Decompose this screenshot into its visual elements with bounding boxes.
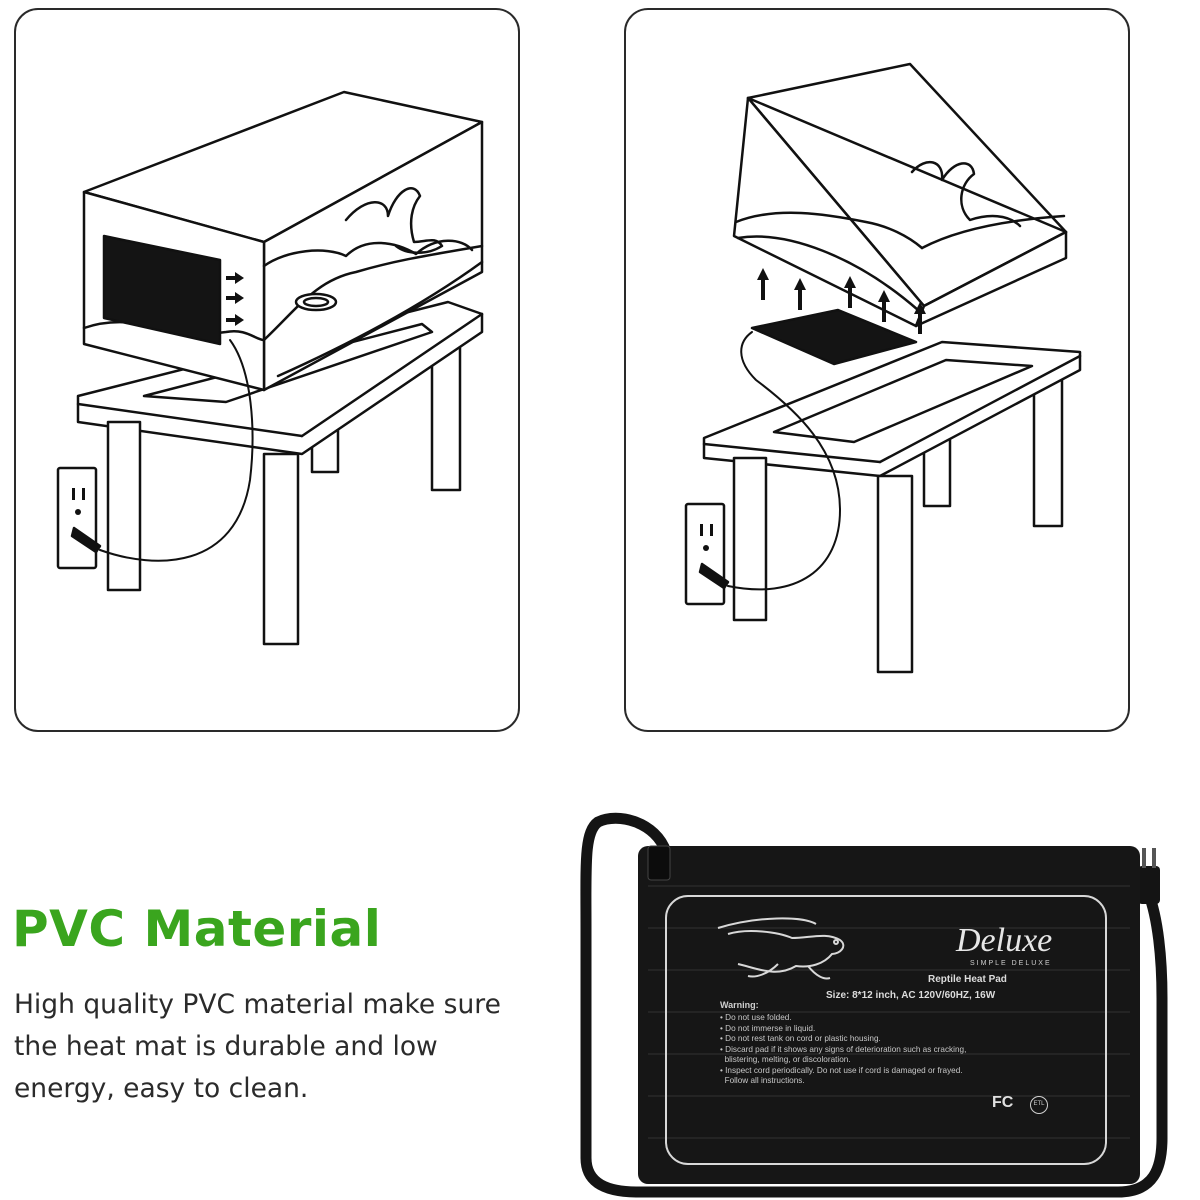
heat-arrow-icon (226, 272, 244, 326)
heat-mat-graphic (580, 812, 1168, 1198)
heat-mat-product-photo: Deluxe SIMPLE DELUXE Reptile Heat Pad Si… (578, 808, 1178, 1200)
warning-item: • Do not immerse in liquid. (720, 1023, 816, 1033)
fc-cert-mark: FC (992, 1094, 1014, 1111)
warning-item: blistering, melting, or discoloration. (724, 1055, 851, 1064)
heat-arrow-icon (757, 268, 926, 334)
product-name: Reptile Heat Pad (928, 974, 1007, 985)
warning-item: • Do not use folded. (720, 1013, 792, 1022)
label-border (665, 895, 1107, 1165)
feature-title: PVC Material (12, 900, 382, 958)
heat-mat-side (102, 234, 222, 346)
table-front-leg (106, 420, 142, 592)
etl-cert-mark: ETL (1030, 1096, 1048, 1114)
table-front-leg (876, 474, 914, 674)
terrarium-bottom-mount-illustration (684, 62, 1082, 674)
brand-tagline: SIMPLE DELUXE (970, 960, 1052, 967)
warning-list: • Do not use folded. • Do not immerse in… (720, 1013, 966, 1087)
warning-item: • Do not rest tank on cord or plastic ho… (720, 1034, 881, 1043)
plug-icon (698, 562, 730, 590)
wall-outlet-icon (684, 502, 726, 606)
feature-description: High quality PVC material make sure the … (14, 989, 501, 1104)
size-spec: Size: 8*12 inch, AC 120V/60HZ, 16W (826, 990, 996, 1001)
wall-outlet-icon (56, 466, 98, 570)
heat-mat-body (638, 846, 1140, 1184)
illustration-bottom-mount-panel (624, 8, 1130, 732)
table-frame-opening (772, 358, 1034, 444)
branch-decoration (910, 160, 1022, 228)
warning-item: • Discard pad if it shows any signs of d… (720, 1044, 967, 1054)
plug-icon (70, 526, 102, 554)
power-cord (99, 339, 254, 562)
table-front-leg (262, 452, 300, 646)
plug-icon (1138, 848, 1160, 904)
branch-decoration (344, 187, 444, 254)
lizard-logo-icon (717, 917, 845, 980)
table-back-leg (1032, 374, 1064, 528)
heat-mat-bottom (750, 308, 918, 366)
brand-logo: Deluxe (956, 922, 1053, 959)
power-cord (727, 331, 841, 591)
illustration-side-mount-panel (14, 8, 520, 732)
terrarium-side-mount-illustration (56, 90, 484, 646)
table-front-leg (732, 456, 768, 622)
power-cable (580, 812, 1168, 1198)
warning-item: Follow all instructions. (724, 1076, 805, 1085)
warning-item: • Inspect cord periodically. Do not use … (720, 1065, 963, 1075)
warning-title: Warning: (720, 1000, 759, 1010)
